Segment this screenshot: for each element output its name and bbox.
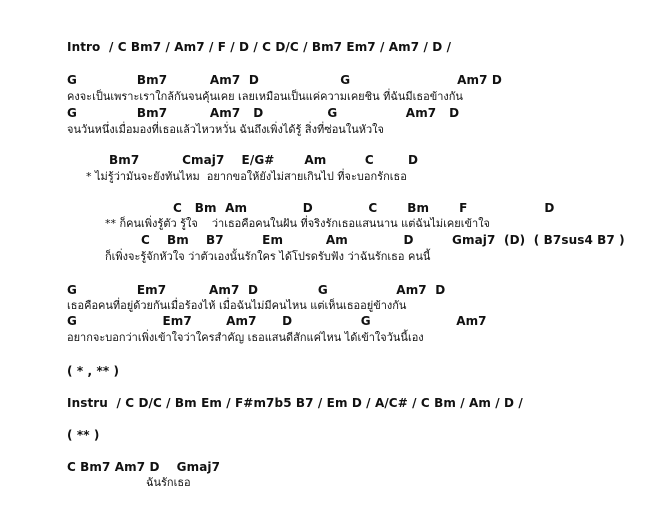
chorus-lyric-2: ก็เพิ่งจะรู้จักหัวใจ ว่าตัวเองนั้นรักใคร…: [105, 250, 431, 263]
repeat-marker-2: ( ** ): [67, 428, 100, 442]
chorus-chords-1: C Bm Am D C Bm F D: [173, 201, 555, 215]
verse1-lyric-1: คงจะเป็นเพราะเราใกล้กันจนคุ้นเคย เลยเหมื…: [67, 90, 463, 103]
outro-lyric: ฉันรักเธอ: [146, 476, 191, 489]
verse2-chords-2: G Em7 Am7 D G Am7: [67, 314, 487, 328]
verse1-chords-1: G Bm7 Am7 D G Am7 D: [67, 73, 502, 87]
instru-chords: Instru / C D/C / Bm Em / F#m7b5 B7 / Em …: [67, 396, 523, 410]
verse2-chords-1: G Em7 Am7 D G Am7 D: [67, 283, 446, 297]
verse1-lyric-2: จนวันหนึ่งเมื่อมองที่เธอแล้วไหวหวั่น ฉัน…: [67, 123, 384, 136]
verse2-lyric-1: เธอคือคนที่อยู่ด้วยกันเมื่อร้องไห้ เมื่อ…: [67, 299, 407, 312]
verse1-chords-2: G Bm7 Am7 D G Am7 D: [67, 106, 460, 120]
repeat-marker-1: ( * , ** ): [67, 364, 120, 378]
prechorus-chords: Bm7 Cmaj7 E/G# Am C D: [109, 153, 419, 167]
intro-chords: Intro / C Bm7 / Am7 / F / D / C D/C / Bm…: [67, 40, 452, 54]
verse2-lyric-2: อยากจะบอกว่าเพิ่งเข้าใจว่าใครสำคัญ เธอแส…: [67, 331, 424, 344]
chorus-chords-2: C Bm B7 Em Am D Gmaj7 (D) ( B7sus4 B7 ): [141, 233, 625, 247]
prechorus-lyric: * ไม่รู้ว่ามันจะยังทันไหม อยากขอให้ยังไม…: [86, 170, 407, 183]
chorus-lyric-1: ** ก็คนเพิ่งรู้ตัว รู้ใจ ว่าเธอคือคนในฝั…: [105, 217, 491, 230]
outro-chords: C Bm7 Am7 D Gmaj7: [67, 460, 221, 474]
